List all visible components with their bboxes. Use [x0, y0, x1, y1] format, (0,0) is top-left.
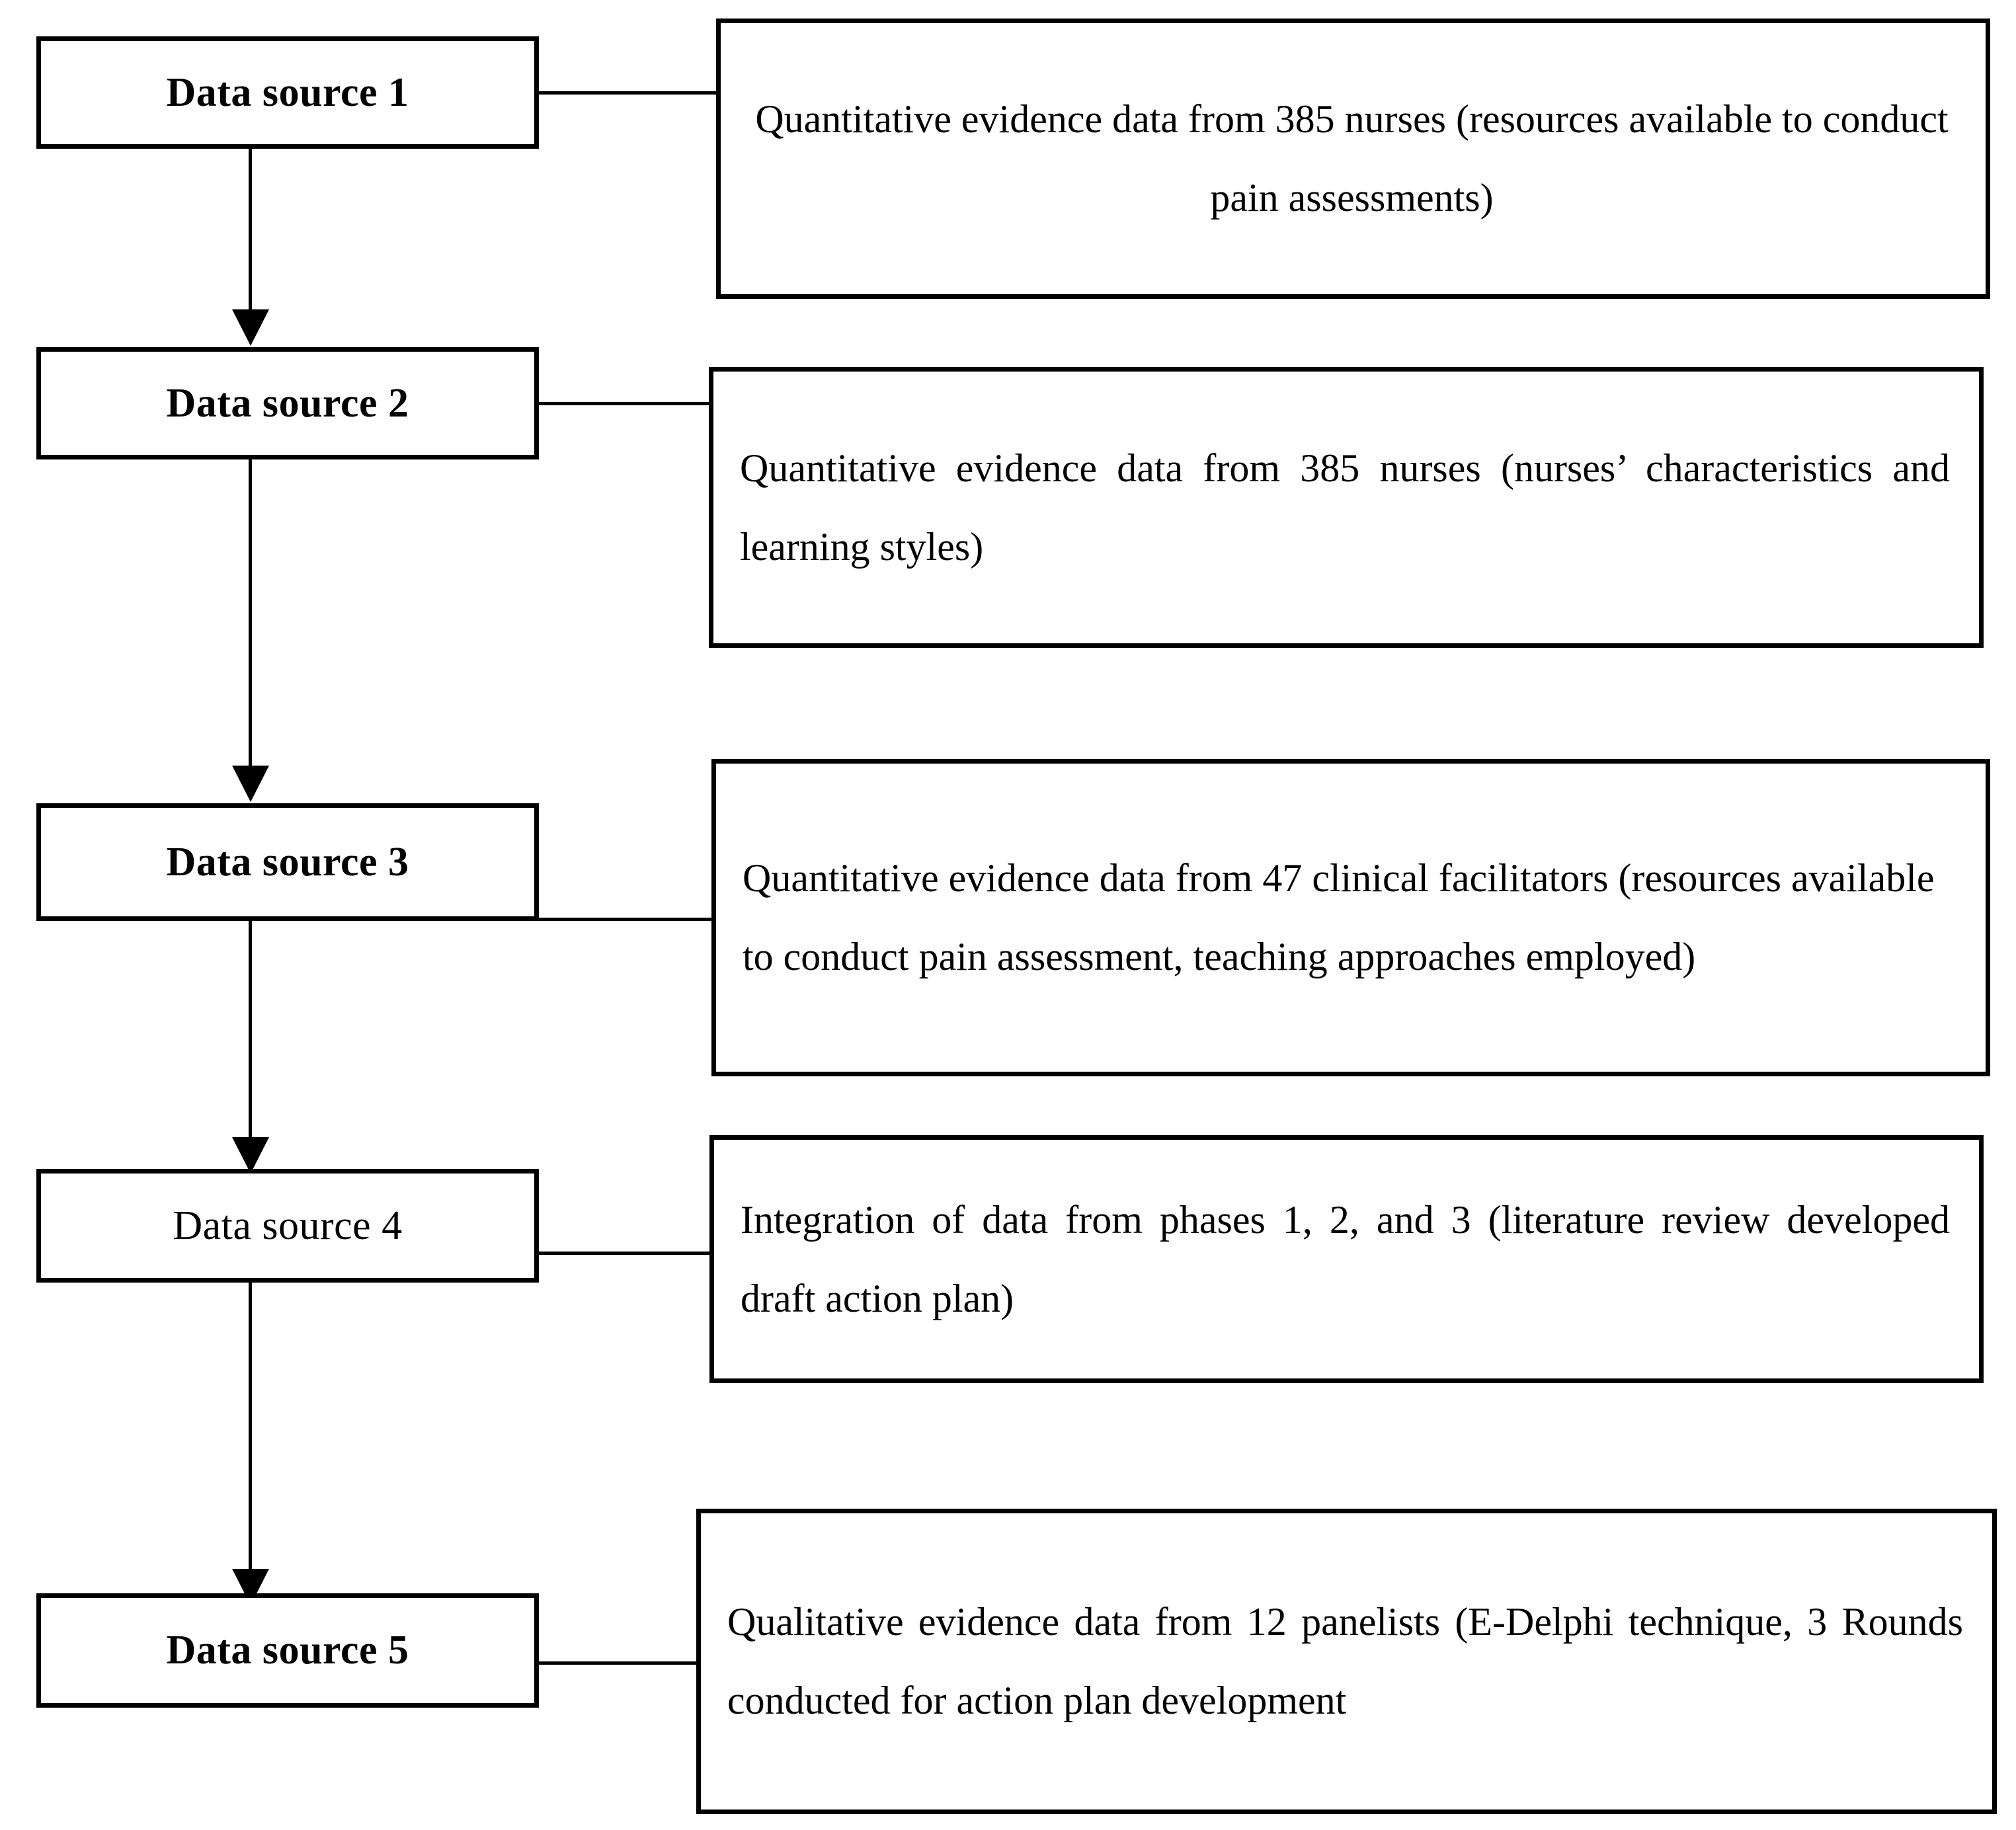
flow-arrowhead-1-to-2: [232, 309, 269, 346]
description-text-1: Quantitative evidence data from 385 nurs…: [755, 97, 1949, 219]
node-data-source-3: Data source 3: [36, 803, 539, 921]
description-box-5: Qualitative evidence data from 12 paneli…: [696, 1509, 1997, 1814]
node-data-source-4: Data source 4: [36, 1169, 539, 1283]
node-data-source-2: Data source 2: [36, 347, 539, 459]
description-box-3: Quantitative evidence data from 47 clini…: [711, 759, 1990, 1076]
flow-line-4-to-5: [249, 1283, 252, 1570]
description-text-5: Qualitative evidence data from 12 paneli…: [727, 1600, 1963, 1722]
node-label-5: Data source 5: [166, 1628, 409, 1673]
flow-line-1-to-2: [249, 149, 252, 311]
description-box-2: Quantitative evidence data from 385 nurs…: [709, 367, 1984, 648]
description-box-1: Quantitative evidence data from 385 nurs…: [716, 19, 1990, 299]
node-label-1: Data source 1: [166, 69, 409, 115]
flow-line-3-to-4: [249, 921, 252, 1139]
connector-node-4-to-desc-4: [539, 1252, 709, 1255]
node-label-4: Data source 4: [173, 1203, 403, 1248]
node-label-2: Data source 2: [166, 380, 409, 426]
description-text-3: Quantitative evidence data from 47 clini…: [743, 856, 1935, 978]
node-data-source-1: Data source 1: [36, 36, 539, 149]
node-label-3: Data source 3: [166, 839, 409, 885]
flow-arrowhead-3-to-4: [232, 1137, 269, 1174]
flow-line-2-to-3: [249, 459, 252, 767]
connector-node-1-to-desc-1: [539, 91, 716, 95]
connector-node-5-to-desc-5: [539, 1661, 696, 1665]
description-text-2: Quantitative evidence data from 385 nurs…: [740, 446, 1950, 569]
description-box-4: Integration of data from phases 1, 2, an…: [709, 1135, 1984, 1383]
connector-node-2-to-desc-2: [539, 402, 709, 405]
connector-node-3-to-desc-3: [539, 918, 711, 921]
description-text-4: Integration of data from phases 1, 2, an…: [741, 1197, 1950, 1320]
node-data-source-5: Data source 5: [36, 1593, 539, 1708]
flow-arrowhead-2-to-3: [232, 766, 269, 802]
